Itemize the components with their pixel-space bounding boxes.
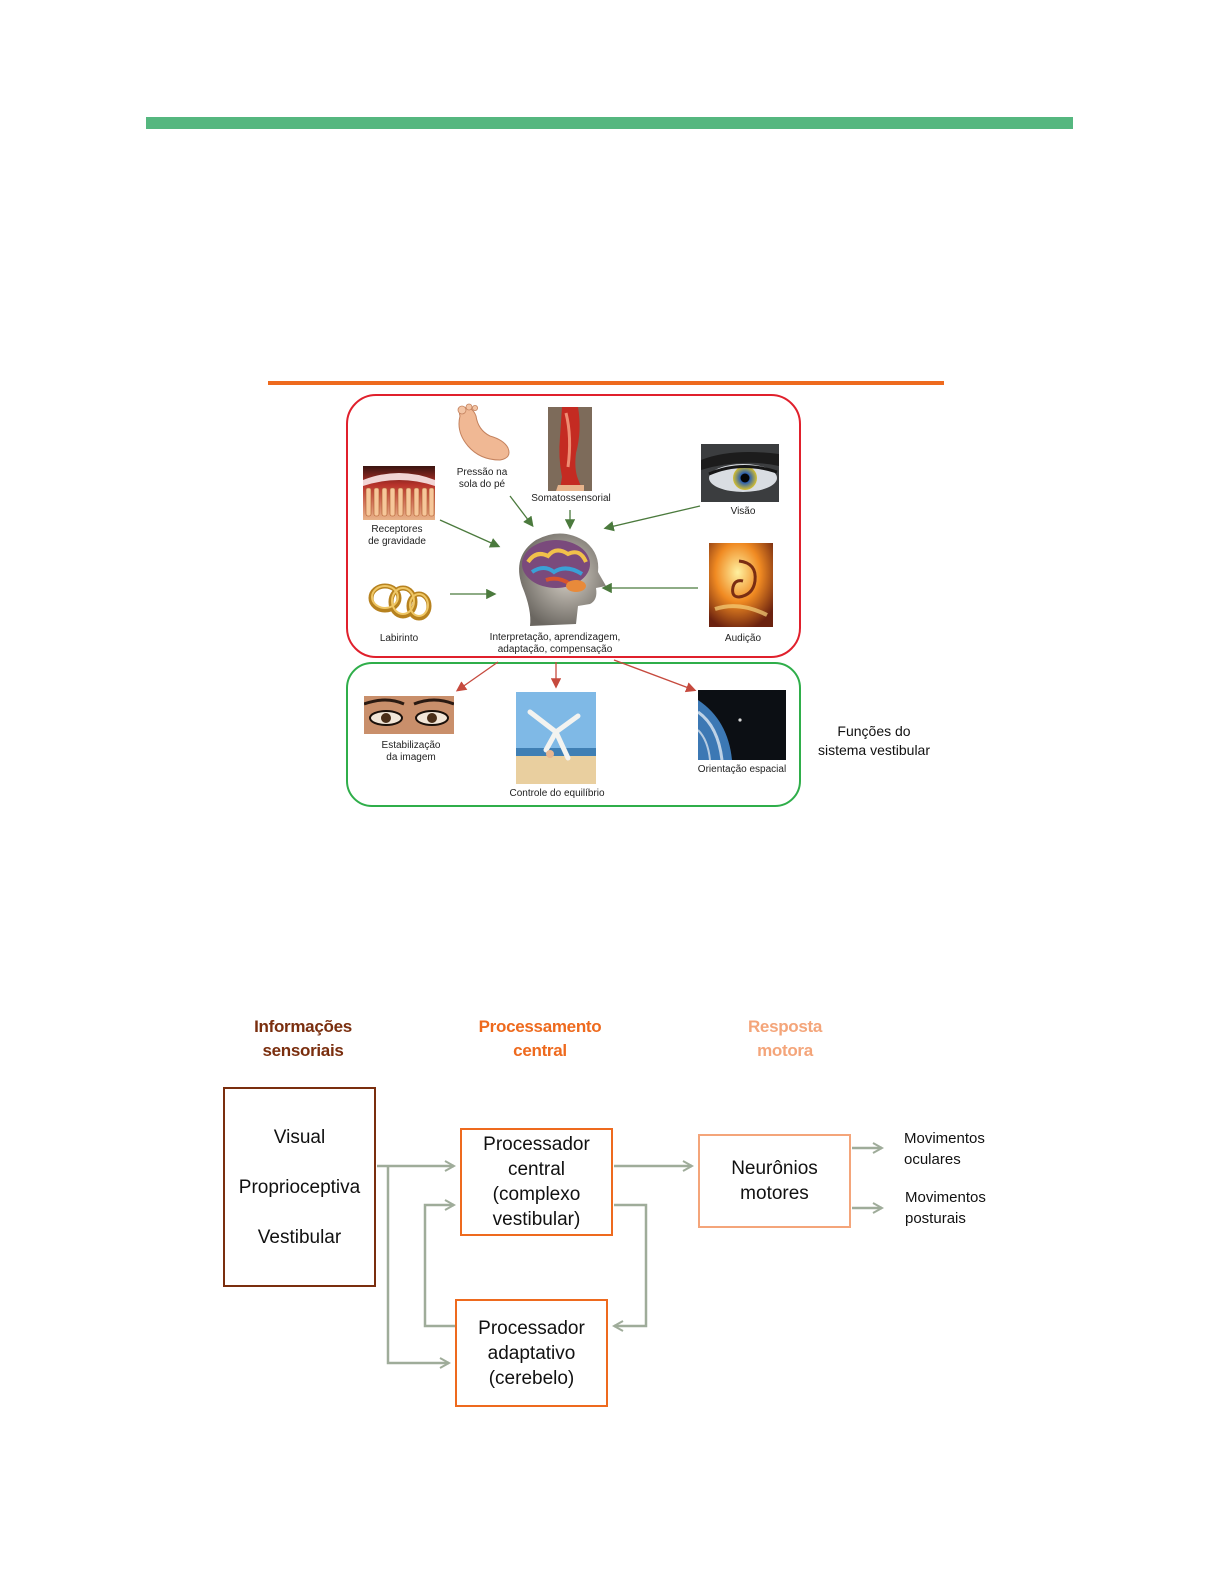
motor-neurons-line: Neurônios bbox=[731, 1158, 818, 1179]
central-processing-header: Processamento central bbox=[478, 1017, 602, 1060]
foot-image bbox=[450, 402, 514, 464]
vestibular-functions-caption: Funções do sistema vestibular bbox=[817, 723, 931, 758]
image-stabilization-label: Estabilização da imagem bbox=[381, 740, 441, 763]
arrow-brain-to-image bbox=[455, 661, 499, 692]
central-processor-line: central bbox=[507, 1159, 566, 1180]
vestibular-functions-figure: Receptores de gravidade Pressão na sola … bbox=[346, 394, 931, 807]
central-processor-line: (complexo bbox=[492, 1184, 581, 1205]
arrow-brain-to-spatial bbox=[613, 659, 697, 693]
header-green-bar bbox=[146, 117, 1073, 129]
ocular-movements-label: Movimentos oculares bbox=[904, 1130, 985, 1168]
sensory-info-header: Informações sensoriais bbox=[254, 1017, 352, 1060]
figure1-arrows bbox=[439, 495, 701, 693]
labyrinth-image bbox=[363, 578, 435, 622]
vestibular-functions-frame bbox=[346, 662, 801, 807]
balance-control-label: Controle do equilíbrio bbox=[509, 788, 605, 799]
gravity-receptors-image bbox=[363, 466, 435, 520]
somatosensory-image bbox=[548, 407, 592, 491]
motor-neurons-line: motores bbox=[740, 1183, 809, 1204]
sensory-inputs-box: Visual Proprioceptiva Vestibular bbox=[223, 1087, 376, 1287]
adaptive-processor-box: Processador adaptativo (cerebelo) bbox=[455, 1299, 608, 1407]
arrow-sensory-to-adaptive bbox=[386, 1166, 449, 1363]
spatial-orientation-label: Orientação espacial bbox=[697, 764, 787, 775]
arrow-gravity-to-brain bbox=[439, 519, 501, 548]
balance-control-image bbox=[516, 692, 596, 784]
image-stabilization-image bbox=[364, 696, 454, 734]
adaptive-processor-line: Processador bbox=[478, 1317, 585, 1339]
central-processor-box: Processador central (complexo vestibular… bbox=[460, 1128, 613, 1236]
hearing-image bbox=[709, 543, 773, 627]
motor-neurons-box: Neurônios motores bbox=[698, 1134, 851, 1228]
foot-pressure-label: Pressão na sola do pé bbox=[456, 467, 508, 490]
central-processor-line: Processador bbox=[483, 1134, 590, 1155]
central-processor-line: vestibular) bbox=[492, 1209, 581, 1230]
somatosensory-label: Somatossensorial bbox=[531, 493, 611, 504]
brain-interpretation-label: Interpretação, aprendizagem, adaptação, … bbox=[489, 632, 621, 655]
motor-response-header: Resposta motora bbox=[747, 1017, 823, 1060]
vision-label: Visão bbox=[730, 506, 756, 517]
sensory-item-visual: Visual bbox=[273, 1126, 326, 1148]
arrow-central-to-adaptive bbox=[614, 1203, 648, 1326]
arrow-adaptive-to-central bbox=[423, 1205, 455, 1328]
sensory-inputs-frame bbox=[346, 394, 801, 658]
adaptive-processor-line: (cerebelo) bbox=[488, 1367, 575, 1389]
adaptive-processor-line: adaptativo bbox=[487, 1342, 576, 1364]
hearing-label: Audição bbox=[724, 633, 762, 644]
gravity-receptors-label: Receptores de gravidade bbox=[368, 524, 426, 547]
labyrinth-label: Labirinto bbox=[379, 633, 419, 644]
postural-movements-label: Movimentos posturais bbox=[905, 1189, 986, 1227]
vision-eye-image bbox=[701, 444, 779, 502]
section-orange-rule bbox=[268, 381, 944, 385]
arrow-vision-to-brain bbox=[603, 505, 701, 532]
arrow-foot-to-brain bbox=[509, 495, 534, 528]
sensory-item-proprioceptive: Proprioceptiva bbox=[238, 1176, 361, 1198]
brain-head-image bbox=[502, 526, 610, 630]
sensory-item-vestibular: Vestibular bbox=[257, 1226, 342, 1248]
spatial-orientation-image bbox=[698, 690, 786, 760]
